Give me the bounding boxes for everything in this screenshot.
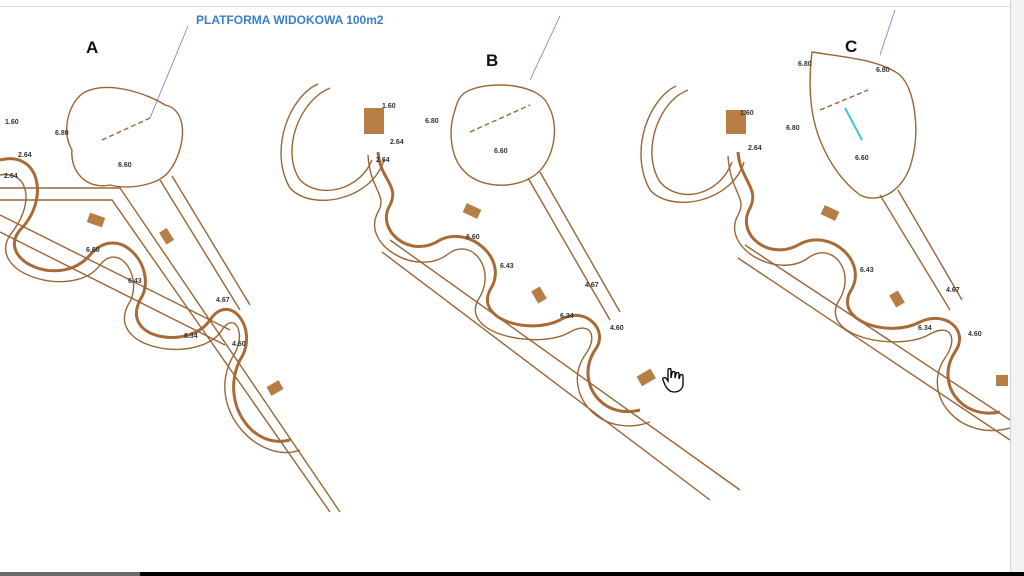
variant-b-dim-1: 1.60	[382, 103, 396, 110]
variant-c-dim-1: 1.60	[740, 110, 754, 117]
variant-a-deck-1	[86, 212, 106, 228]
variant-a-dim-6: 6.43	[128, 278, 142, 285]
variant-a-dim-10: 2.64	[4, 173, 18, 180]
variant-c-stairs	[726, 110, 746, 134]
variant-c-deck-2	[889, 290, 905, 308]
variant-b-deck-1	[462, 203, 482, 219]
variant-a-letter: A	[86, 38, 98, 57]
variant-b-platform	[450, 84, 556, 186]
variant-a-dim-4: 6.60	[118, 162, 132, 169]
variant-b-plan: B 1.60 2.64 6.80 6.60 6.60 6.43 4.67 4.6…	[280, 51, 741, 501]
variant-a-platform-stem	[159, 175, 251, 311]
variant-b-serpentine-edge	[367, 154, 651, 427]
window-right-edge	[1010, 0, 1024, 576]
variant-a-platform	[66, 86, 184, 188]
variant-c-highlight-line	[844, 107, 863, 141]
variant-b-dim-10: 2.64	[376, 157, 390, 164]
variant-a-dim-5: 6.60	[86, 247, 100, 254]
variant-c-letter: C	[845, 37, 857, 56]
sheet-top-border	[0, 6, 1010, 7]
variant-a-dim-9: 6.34	[184, 333, 198, 340]
variant-c-serpentine	[736, 151, 1001, 415]
variant-b-letter: B	[486, 51, 498, 70]
variant-c-platform-axis	[819, 89, 869, 111]
variant-c-platform	[809, 51, 917, 199]
variant-c-deck-3	[996, 375, 1008, 386]
variant-b-hook	[280, 83, 385, 201]
variant-a-platform-axis	[101, 117, 151, 141]
variant-c-dim-6: 6.60	[855, 155, 869, 162]
variant-b-dim-5: 6.60	[466, 234, 480, 241]
platform-label: PLATFORMA WIDOKOWA 100m2	[196, 13, 384, 27]
site-plan-drawing: A 1.60 2.64 6.80 6.60 6.60 6.43 4.67 4.6…	[0, 9, 1010, 513]
variant-b-dim-3: 6.80	[425, 118, 439, 125]
variant-c-walkway	[737, 244, 1010, 441]
variant-c-dim-3: 6.80	[786, 125, 800, 132]
variant-b-dim-7: 4.67	[585, 282, 599, 289]
variant-c-hook	[640, 85, 745, 203]
platform-leader-line-a	[149, 25, 189, 119]
variant-c-deck-1	[820, 205, 840, 221]
variant-c-dim-10: 6.34	[918, 325, 932, 332]
variant-b-dim-6: 6.43	[500, 263, 514, 270]
variant-a-dim-1: 1.60	[5, 119, 19, 126]
platform-leader-line-c	[879, 9, 896, 56]
variant-b-stairs	[364, 108, 384, 134]
variant-a-dim-7: 4.67	[216, 297, 230, 304]
variant-b-platform-stem	[527, 171, 621, 321]
variant-c-dim-8: 4.67	[946, 287, 960, 294]
variant-b-serpentine	[376, 151, 641, 413]
variant-a-serpentine-edge	[0, 173, 301, 454]
variant-a-dim-3: 6.80	[55, 130, 69, 137]
variant-c-dim-4: 6.80	[798, 61, 812, 68]
variant-b-dim-8: 4.60	[610, 325, 624, 332]
variant-b-deck-2	[531, 286, 547, 304]
drawing-sheet: A 1.60 2.64 6.80 6.60 6.60 6.43 4.67 4.6…	[0, 0, 1010, 572]
variant-b-walkway	[381, 239, 741, 501]
variant-b-platform-axis	[469, 104, 531, 133]
variant-c-dim-9: 4.60	[968, 331, 982, 338]
variant-c-dim-2: 2.64	[748, 145, 762, 152]
variant-c-serpentine-edge	[727, 155, 1010, 432]
variant-a-deck-3	[266, 380, 284, 396]
variant-a-serpentine	[0, 157, 291, 443]
variant-b-deck-3	[636, 368, 656, 387]
variant-c-platform-stem	[879, 189, 963, 311]
taskbar-fragment	[0, 572, 140, 576]
variant-a-plan: A 1.60 2.64 6.80 6.60 6.60 6.43 4.67 4.6…	[0, 38, 341, 513]
variant-c-plan: C 1.60 2.64 6.80 6.80 6.80 6.60 6.43 4.6…	[640, 37, 1010, 441]
window-bottom-edge	[0, 572, 1024, 576]
variant-a-deck-2	[159, 227, 175, 245]
variant-a-dim-8: 4.60	[232, 341, 246, 348]
variant-b-dim-2: 2.64	[390, 139, 404, 146]
hand-pointer-icon	[662, 367, 684, 393]
variant-b-dim-4: 6.60	[494, 148, 508, 155]
variant-c-dim-5: 6.80	[876, 67, 890, 74]
variant-b-dim-9: 6.34	[560, 313, 574, 320]
variant-a-bridge	[0, 214, 231, 346]
variant-a-dim-2: 2.64	[18, 152, 32, 159]
variant-c-dim-7: 6.43	[860, 267, 874, 274]
platform-leader-line-b	[529, 15, 561, 81]
